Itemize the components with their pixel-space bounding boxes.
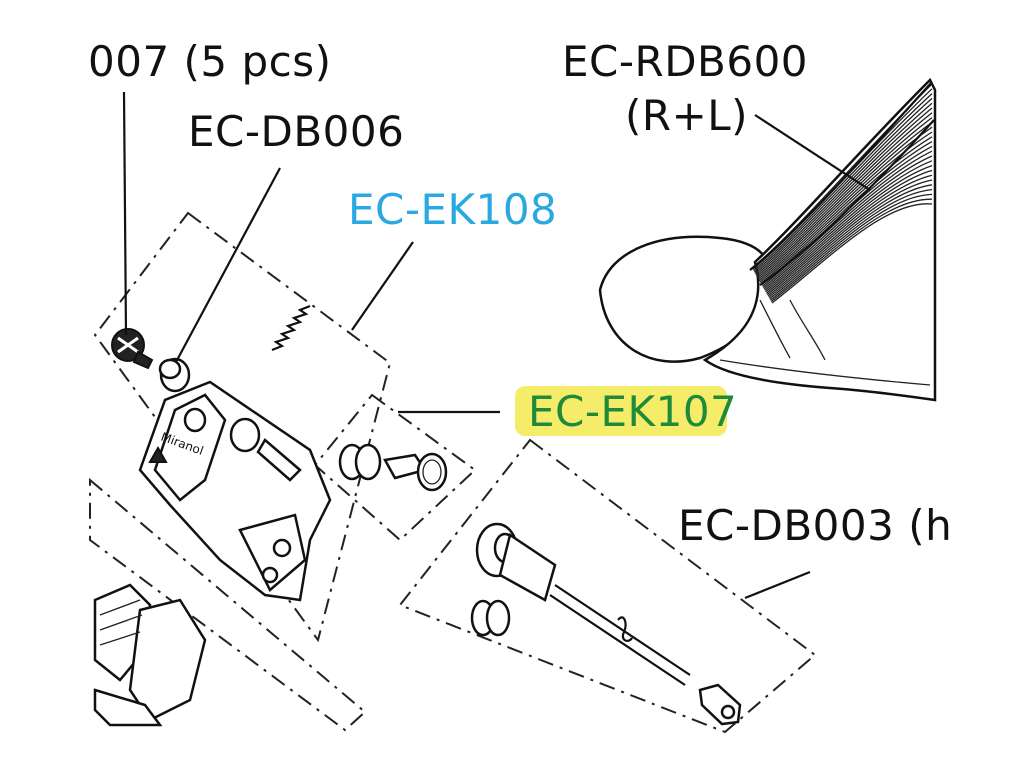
lever-label-line1: EC-RDB600 bbox=[562, 37, 809, 86]
ek107-kit-outline bbox=[313, 393, 477, 542]
lever-clamp-icon bbox=[93, 583, 207, 727]
spring-kit-label: EC-EK108 bbox=[348, 185, 558, 234]
blade-hatch-line bbox=[765, 169, 933, 294]
hose-kit-label: EC-DB003 (h bbox=[678, 501, 953, 550]
ek107-highlight bbox=[515, 386, 727, 436]
blade-hatch-line bbox=[763, 155, 933, 290]
blade-hatch-line bbox=[753, 97, 933, 273]
hose-icon bbox=[475, 522, 691, 686]
blade-hatch-line bbox=[760, 136, 933, 284]
bleed-nipple-icon bbox=[698, 683, 742, 726]
master-cylinder-outline bbox=[89, 477, 367, 732]
blade-hatch-line bbox=[758, 126, 933, 282]
spring-icon bbox=[271, 304, 311, 352]
blade-hatch-line bbox=[767, 179, 933, 297]
brake-lever-blade bbox=[598, 77, 937, 402]
blade-hatch-line bbox=[756, 112, 933, 277]
blade-hatch-line bbox=[765, 164, 933, 293]
blade-hatch-line bbox=[757, 121, 933, 280]
blade-hatch-line bbox=[754, 102, 933, 275]
hose-oring-pair-icon bbox=[470, 599, 511, 637]
blade-hatch-line bbox=[755, 107, 933, 276]
lever-label-line2: (R+L) bbox=[625, 91, 749, 140]
piston-kit-label: EC-EK107 bbox=[528, 387, 738, 436]
blade-hatch-line bbox=[769, 188, 933, 300]
blade-hatch-line bbox=[762, 150, 933, 289]
blade-hatch-line bbox=[770, 193, 933, 301]
master-cylinder-body: Miranol bbox=[138, 380, 332, 602]
blade-hatch-line bbox=[770, 198, 933, 303]
hose-kit-outline bbox=[398, 438, 817, 734]
blade-hatch-line bbox=[764, 160, 933, 291]
ferrule-label: EC-DB006 bbox=[188, 107, 405, 156]
leader-lines bbox=[122, 91, 871, 600]
piston-icon bbox=[383, 452, 448, 492]
blade-hatch-line bbox=[753, 93, 933, 272]
ferrule-icon bbox=[158, 357, 191, 393]
blade-hatch-line bbox=[757, 117, 933, 279]
blade-hatch-line bbox=[771, 203, 933, 304]
blade-hatch-line bbox=[766, 174, 933, 296]
blade-hatch-line bbox=[768, 184, 933, 298]
screw-icon bbox=[111, 328, 154, 370]
screw-label: 007 (5 pcs) bbox=[88, 37, 332, 86]
oring-pair-icon bbox=[338, 443, 382, 481]
